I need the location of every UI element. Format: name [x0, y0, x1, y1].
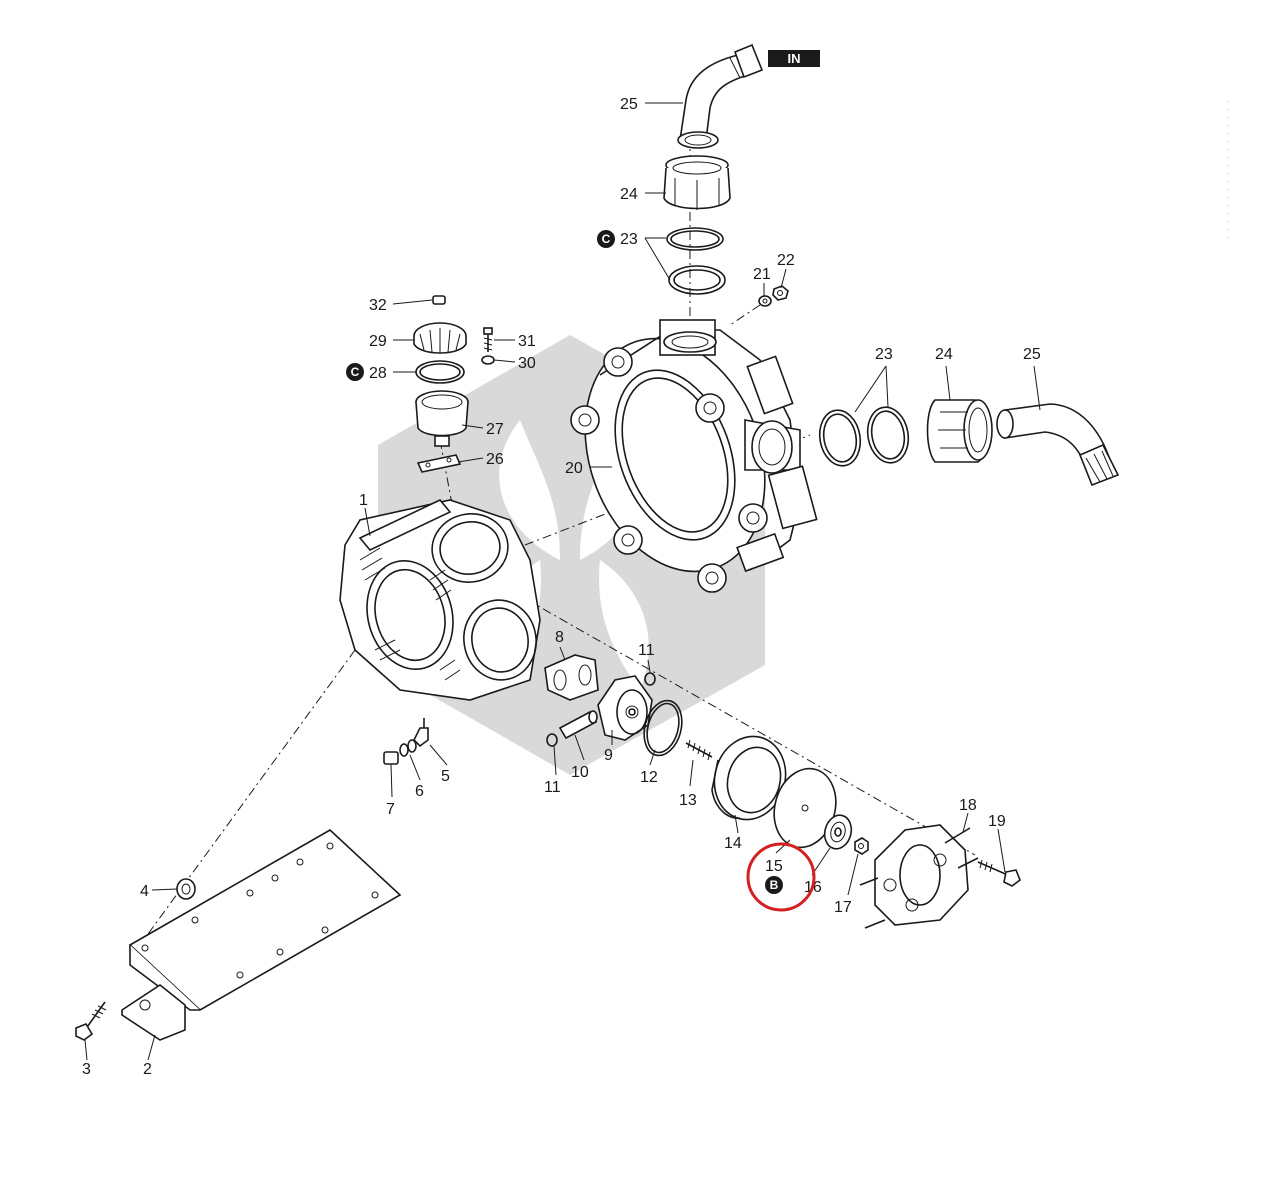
part-25-side-elbow [996, 403, 1120, 487]
part-15-diaphragm [773, 767, 837, 849]
callout-27: 27 [486, 421, 504, 438]
part-26-gasket [416, 454, 462, 473]
part-19-bolt [977, 859, 1021, 887]
part-8-bracket [544, 654, 599, 701]
callout-12: 12 [640, 769, 658, 786]
callout-13: 13 [679, 792, 697, 809]
callout-21: 21 [753, 266, 771, 283]
callout-18: 18 [959, 797, 977, 814]
part-30-nut [481, 355, 495, 365]
callout-2: 2 [143, 1061, 152, 1078]
part-2-mounting-plate [121, 829, 402, 1041]
highlight-circle-part-15 [746, 842, 816, 912]
callout-11-upper: 11 [638, 642, 655, 659]
part-25-inlet-elbow [677, 43, 764, 149]
leader-lines [84, 102, 1041, 1061]
badge-c-side-label: C [351, 365, 360, 379]
part-32-cap [432, 295, 446, 305]
callout-25-side: 25 [1023, 346, 1041, 363]
part-24-union-nut [663, 155, 731, 210]
callout-4: 4 [140, 883, 149, 900]
part-17-nut [854, 837, 869, 855]
part-11-circlips [546, 672, 656, 747]
callout-29: 29 [369, 333, 387, 350]
callout-10: 10 [571, 764, 589, 781]
badge-c-top: C [597, 230, 615, 248]
callout-19: 19 [988, 813, 1006, 830]
part-6-washers [399, 739, 417, 757]
callout-6: 6 [415, 783, 424, 800]
part-13-stud [685, 739, 713, 761]
callout-20: 20 [565, 460, 583, 477]
part-29-knob [413, 322, 467, 354]
callout-24-top: 24 [620, 186, 638, 203]
callout-17: 17 [834, 899, 852, 916]
part-16-washer [823, 814, 853, 850]
badge-c-side: C [346, 363, 364, 381]
callout-28: 28 [369, 365, 387, 382]
callout-7: 7 [386, 801, 395, 818]
callout-1: 1 [359, 492, 368, 509]
part-21-22-washers [758, 285, 789, 307]
part-5-elbow-fitting [413, 718, 429, 748]
callout-23-side: 23 [875, 346, 893, 363]
callout-15: 15 [765, 858, 783, 875]
callout-11-lower: 11 [544, 779, 561, 796]
part-20-pump-manifold [570, 319, 818, 593]
part-7-plug [383, 751, 399, 765]
badge-b: B [765, 876, 783, 894]
callout-8: 8 [555, 629, 564, 646]
part-27-filter-bowl [415, 390, 469, 447]
part-24-side-union-nut [926, 399, 993, 463]
part-12-o-ring [643, 699, 683, 757]
callout-3: 3 [82, 1061, 91, 1078]
badge-b-label: B [770, 878, 779, 892]
part-23-o-rings [666, 227, 726, 295]
callout-30: 30 [518, 355, 536, 372]
callout-24-side: 24 [935, 346, 953, 363]
callout-31: 31 [518, 333, 536, 350]
callout-32: 32 [369, 297, 387, 314]
part-28-o-ring [415, 360, 465, 384]
callout-25-top: 25 [620, 96, 638, 113]
inlet-tag-label: IN [788, 51, 801, 66]
part-31-screw [483, 327, 493, 352]
part-1-pump-body [339, 499, 541, 701]
part-18-head-cover [859, 824, 979, 929]
badge-c-top-label: C [602, 232, 611, 246]
callout-5: 5 [441, 768, 450, 785]
inlet-tag: IN [768, 50, 820, 67]
callout-9: 9 [604, 747, 613, 764]
callout-23-top: 23 [620, 231, 638, 248]
callout-22: 22 [777, 252, 795, 269]
part-3-bolt [75, 1001, 107, 1041]
callout-26: 26 [486, 451, 504, 468]
callout-14: 14 [724, 835, 742, 852]
callout-numbers: 25 24 23 21 22 32 29 28 31 30 27 26 20 2… [82, 96, 1041, 1078]
part-10-pin [558, 710, 598, 740]
part-4-rubber-mount [176, 878, 196, 900]
part-23-side-o-rings [818, 406, 910, 467]
